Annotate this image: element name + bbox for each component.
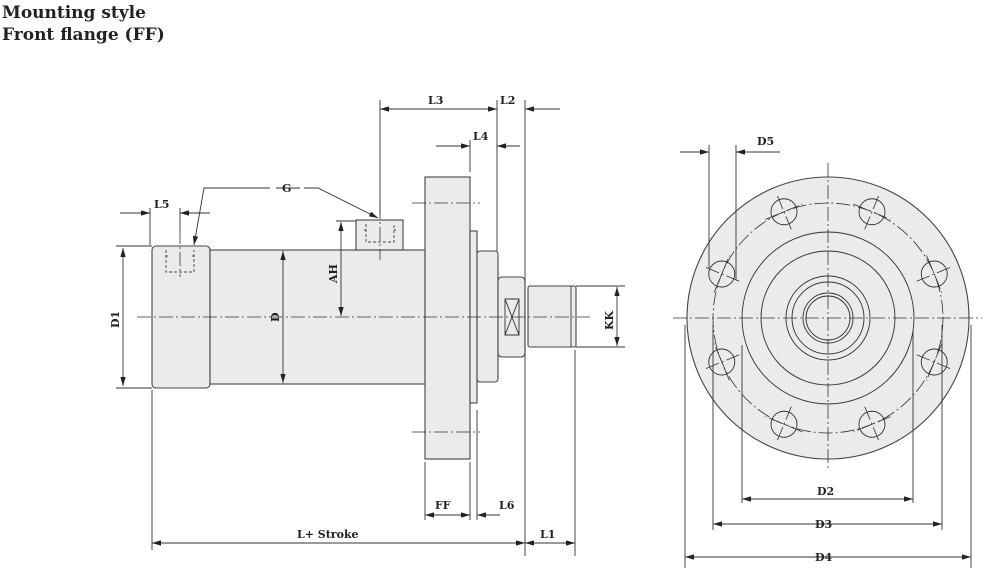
bolt-hole <box>770 410 798 438</box>
dim-label-d2: D2 <box>817 485 834 498</box>
bolt-hole-centerline <box>853 416 891 433</box>
bolt-hole <box>858 410 886 438</box>
bolt-hole-centerline <box>765 203 803 220</box>
bolt-holes <box>704 194 952 442</box>
dim-label-l-stroke: L+ Stroke <box>297 528 359 541</box>
dim-label-l1: L1 <box>540 528 555 541</box>
dim-label-l5: L5 <box>154 198 169 211</box>
piston-rod <box>527 285 577 348</box>
bolt-hole <box>708 260 736 288</box>
mounting-style-title: Mounting style <box>2 3 146 23</box>
dim-label-d: D <box>269 312 282 322</box>
mounting-style-subtitle: Front flange (FF) <box>2 25 165 45</box>
gland <box>476 250 499 383</box>
bolt-hole <box>770 198 798 226</box>
bolt-hole-centerline <box>853 203 891 220</box>
port-leader-rear <box>192 187 270 246</box>
bolt-hole-centerline <box>916 266 952 282</box>
bolt-hole-centerline <box>926 343 943 381</box>
bolt-hole <box>858 198 886 226</box>
port-leader-front <box>304 187 379 219</box>
dim-label-ah: AH <box>327 264 340 284</box>
rear-port-hidden <box>165 250 195 273</box>
dim-label-d5: D5 <box>757 135 774 148</box>
dim-label-kk: KK <box>603 310 616 330</box>
bolt-hole-centerline <box>713 343 730 381</box>
front-flange <box>424 176 471 460</box>
bolt-hole-centerline <box>704 266 740 282</box>
front-view: D5 D2 D3 D4 <box>673 135 982 568</box>
dim-label-l4: L4 <box>473 130 489 143</box>
bolt-hole <box>708 348 736 376</box>
bolt-hole-centerline <box>776 406 792 442</box>
bolt-hole-centerline <box>776 194 792 230</box>
bolt-hole-centerline <box>704 354 740 370</box>
dim-label-g: G <box>282 182 291 195</box>
bolt-hole <box>920 260 948 288</box>
bolt-hole-centerline <box>864 406 880 442</box>
dim-label-l2: L2 <box>500 94 515 107</box>
bolt-hole <box>920 348 948 376</box>
side-view: L3 L2 L4 L5 G D1 D AH KK FF L6 L+ Stroke… <box>109 94 625 556</box>
bolt-hole-centerline <box>916 354 952 370</box>
bolt-hole-centerline <box>765 416 803 433</box>
dim-label-d3: D3 <box>815 518 832 531</box>
dim-label-d1: D1 <box>109 311 122 328</box>
dim-label-d4: D4 <box>815 551 833 564</box>
bolt-hole-centerline <box>864 194 880 230</box>
port-boss <box>355 219 404 251</box>
dim-label-l3: L3 <box>428 94 443 107</box>
bolt-hole-centerline <box>713 255 730 293</box>
dim-label-ff: FF <box>435 499 451 512</box>
dim-label-l6: L6 <box>499 499 515 512</box>
front-port-hidden <box>364 224 396 243</box>
bolt-hole-centerline <box>926 255 943 293</box>
